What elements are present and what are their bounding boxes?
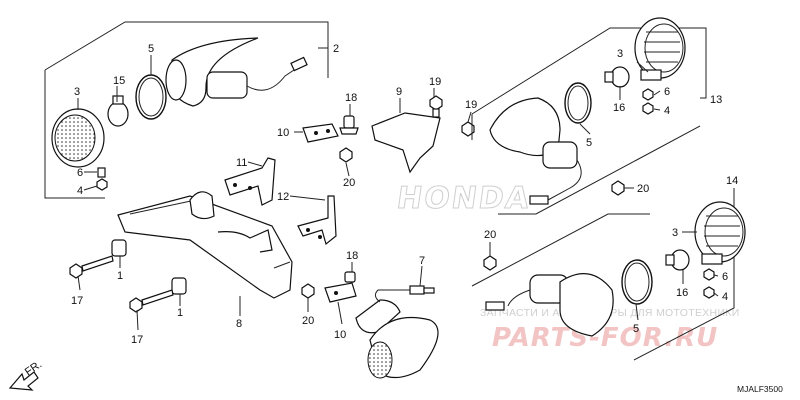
honda-watermark: HONDA	[394, 181, 534, 217]
screw-right-lower	[703, 268, 715, 299]
turn-signal-housing-left	[165, 37, 308, 107]
bolt-20-right-upper	[611, 180, 625, 196]
bolt-17-lower	[129, 289, 174, 313]
front-direction-arrow: FR.	[8, 358, 44, 391]
callout-9: 9	[396, 86, 402, 98]
callout-20: 20	[484, 229, 496, 241]
callout-17: 17	[71, 295, 83, 307]
callout-14: 14	[726, 175, 738, 187]
o-ring-right-lower	[621, 259, 653, 305]
honda-mark: HONDA	[395, 181, 534, 216]
turn-signal-stay	[117, 191, 293, 299]
callout-12: 12	[277, 191, 289, 203]
callout-15: 15	[113, 75, 125, 87]
bolt-20-lower-left	[301, 283, 315, 299]
turn-signal-lens-right-upper	[634, 17, 686, 81]
turn-signal-lower-left	[355, 285, 439, 379]
diagram-code: MJALF3500	[737, 384, 783, 394]
turn-signal-housing-right-lower	[485, 273, 614, 337]
callout-6: 6	[664, 86, 670, 98]
bracket-11	[224, 157, 276, 206]
callout-20: 20	[343, 177, 355, 189]
callouts: 3 15 5 6 4 2 10 18 9 19 19 20 11 12 1 1 …	[71, 43, 738, 346]
bolt-20-center	[339, 147, 353, 163]
callout-7: 7	[419, 255, 425, 267]
callout-3: 3	[74, 86, 80, 98]
callout-4: 4	[664, 105, 670, 117]
callout-17: 17	[131, 334, 143, 346]
callout-13: 13	[710, 94, 722, 106]
bracket-9	[371, 112, 441, 174]
callout-5: 5	[586, 137, 592, 149]
bolt-18-lower	[344, 271, 356, 283]
callout-5: 5	[633, 323, 639, 335]
callout-5: 5	[148, 43, 154, 55]
collar-upper	[111, 239, 127, 257]
callout-6: 6	[77, 167, 83, 179]
callout-11: 11	[236, 157, 247, 169]
callout-1: 1	[117, 270, 123, 282]
bolt-19-center	[429, 95, 443, 118]
bracket-12	[297, 195, 337, 246]
bracket-10-lower	[324, 282, 357, 303]
callout-10: 10	[277, 127, 289, 139]
bulb-left	[107, 95, 129, 127]
screw-left	[96, 167, 108, 191]
callout-8: 8	[236, 318, 242, 330]
leader-lines	[77, 47, 719, 331]
callout-6: 6	[722, 271, 728, 283]
callout-18: 18	[345, 92, 357, 104]
callout-3: 3	[617, 48, 623, 60]
turn-signal-lens-right-lower	[694, 201, 746, 265]
callout-1: 1	[177, 307, 183, 319]
o-ring-left	[135, 74, 167, 120]
direction-label: FR.	[23, 358, 44, 378]
screw-right-upper	[642, 88, 654, 115]
bracket-10-upper	[302, 123, 339, 143]
callout-4: 4	[722, 291, 728, 303]
callout-19: 19	[429, 76, 441, 88]
bulb-right-lower	[665, 249, 690, 271]
group-box-left	[44, 21, 329, 199]
callout-3: 3	[672, 227, 678, 239]
bolt-18-upper	[339, 115, 359, 135]
callout-4: 4	[77, 185, 83, 197]
collar-lower	[171, 277, 187, 295]
turn-signal-lens-left	[51, 108, 105, 168]
o-ring-right-upper	[564, 82, 592, 124]
callout-16: 16	[613, 102, 625, 114]
callout-16: 16	[676, 287, 688, 299]
turn-signal-housing-right-upper	[489, 97, 582, 205]
bolt-17-upper	[69, 255, 114, 279]
callout-20: 20	[302, 315, 314, 327]
callout-19: 19	[465, 99, 477, 111]
callout-2: 2	[333, 43, 339, 55]
watermark-logo: PARTS-FOR.RU	[492, 323, 718, 353]
bolt-20-right-lower	[483, 255, 497, 271]
callout-10: 10	[334, 329, 346, 341]
group-box-right-upper	[471, 27, 707, 215]
callout-20: 20	[637, 183, 649, 195]
bulb-right-upper	[604, 66, 630, 88]
callout-18: 18	[346, 250, 358, 262]
